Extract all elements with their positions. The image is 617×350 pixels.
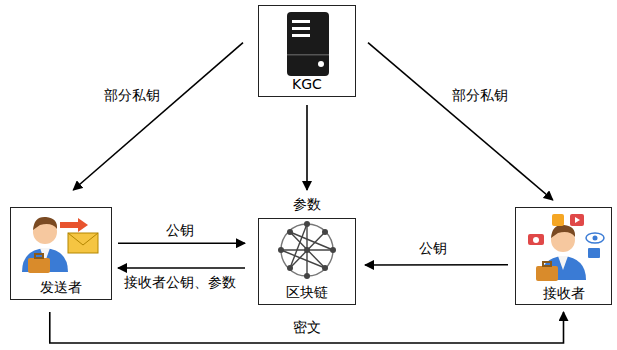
node-label: 发送者 <box>38 279 84 296</box>
arrow-connector <box>306 105 308 190</box>
receiver-box: 接收者 <box>515 207 612 305</box>
edge-label: 参数 <box>291 196 323 213</box>
sender-box: 发送者 <box>10 207 112 300</box>
arrow-connector <box>368 43 553 200</box>
edge-label: 公钥 <box>417 240 449 257</box>
arrow-connector <box>50 312 564 343</box>
arrow-connector <box>73 43 243 190</box>
arrow-connector <box>365 264 508 266</box>
arrow-connector <box>118 267 245 269</box>
node-label: 接收者 <box>541 285 587 302</box>
edge-label: 公钥 <box>164 222 196 239</box>
edge-label: 部分私钥 <box>102 87 162 104</box>
edge-label: 部分私钥 <box>450 87 510 104</box>
sender-figure <box>22 217 98 273</box>
node-label: KGC <box>290 76 324 93</box>
receiver-figure <box>528 214 604 281</box>
edge-label: 接收者公钥、参数 <box>122 274 238 291</box>
arrow-connector <box>118 242 245 244</box>
server-box: KGC <box>258 5 356 97</box>
server-icon <box>287 12 329 76</box>
blockchain-network <box>278 221 336 279</box>
edge-label: 密文 <box>291 319 323 336</box>
blockchain-box: 区块链 <box>258 218 356 305</box>
node-label: 区块链 <box>284 284 330 301</box>
